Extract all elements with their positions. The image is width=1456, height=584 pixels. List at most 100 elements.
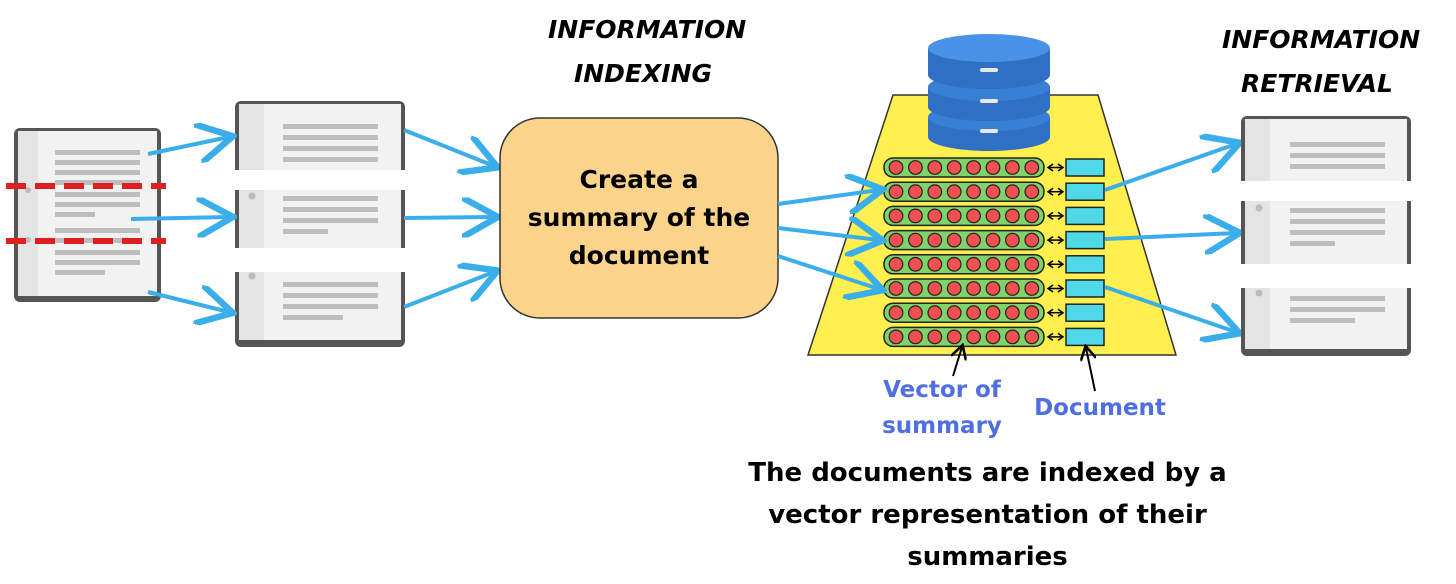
document-cell xyxy=(1065,303,1105,322)
vector-dot xyxy=(927,329,943,345)
link-arrow-right xyxy=(1057,332,1065,342)
link-arrow-right xyxy=(1057,308,1065,317)
vector-dot xyxy=(927,232,943,248)
vector-bar xyxy=(883,181,1045,202)
document-cell xyxy=(1065,279,1105,298)
vector-dot xyxy=(966,208,981,224)
vector-dot xyxy=(946,281,962,296)
index-row xyxy=(883,278,1105,299)
vector-dot xyxy=(1024,305,1040,321)
vector-dot xyxy=(946,329,962,345)
link-arrow-left xyxy=(1046,332,1054,342)
database-icon xyxy=(928,34,1050,151)
vector-dot xyxy=(908,281,923,296)
vector-dot xyxy=(966,305,981,321)
vector-dot xyxy=(1024,329,1040,345)
vector-dot xyxy=(985,160,1001,175)
vector-dot xyxy=(888,160,904,175)
vector-dot xyxy=(985,256,1001,272)
vector-dot xyxy=(1024,232,1040,248)
index-row xyxy=(883,254,1105,275)
vector-dot xyxy=(966,232,981,248)
vector-dot xyxy=(946,208,962,224)
vector-dot xyxy=(908,184,923,200)
vector-dot xyxy=(1024,281,1040,296)
caption: The documents are indexed by a vector re… xyxy=(748,458,1227,572)
vector-dot xyxy=(985,305,1001,321)
link-arrow-left xyxy=(1046,308,1054,317)
vector-dot xyxy=(888,232,904,248)
vector-dot xyxy=(888,208,904,224)
vector-dot xyxy=(908,160,923,175)
summarize-arrows xyxy=(403,128,494,309)
link-arrow-right xyxy=(1057,187,1065,196)
link-arrow-left xyxy=(1046,260,1054,269)
vector-bar xyxy=(883,229,1045,251)
vector-dot xyxy=(908,256,923,272)
vector-dot xyxy=(888,184,904,200)
vector-dot xyxy=(946,160,962,175)
vector-dot xyxy=(966,256,981,272)
vector-dot xyxy=(966,184,981,200)
vector-bar xyxy=(883,205,1045,227)
document-cell xyxy=(1065,327,1105,347)
retrieval-heading: INFORMATION RETRIEVAL xyxy=(1222,25,1421,98)
index-row xyxy=(883,157,1105,178)
vector-dot xyxy=(1005,184,1020,200)
vector-bar xyxy=(883,254,1045,275)
summary-box-text: Create a summary of the document xyxy=(527,165,751,270)
vector-bar xyxy=(883,326,1045,348)
chunk-document-icon xyxy=(225,101,415,347)
retrieval-arrows xyxy=(1104,144,1236,332)
document-cell xyxy=(1065,158,1105,177)
link-arrow-right xyxy=(1057,211,1065,221)
vector-dot xyxy=(888,305,904,321)
document-pointer-arrow xyxy=(1086,348,1095,392)
vector-dot xyxy=(985,232,1001,248)
split-lines xyxy=(6,183,166,244)
index-row xyxy=(883,229,1105,251)
vector-dot xyxy=(927,305,943,321)
vector-dot xyxy=(908,232,923,248)
link-arrow-right xyxy=(1057,284,1065,293)
link-arrow-right xyxy=(1057,163,1065,172)
link-arrow-right xyxy=(1057,260,1065,269)
link-arrow-left xyxy=(1046,163,1054,172)
vector-dot xyxy=(1005,281,1020,296)
vector-dot xyxy=(985,208,1001,224)
vector-dot xyxy=(927,281,943,296)
vector-dot xyxy=(908,329,923,345)
embed-arrows xyxy=(777,190,879,289)
vector-dot xyxy=(985,281,1001,296)
vector-dot xyxy=(966,329,981,345)
source-document-icon xyxy=(14,128,161,302)
vector-dot xyxy=(908,305,923,321)
vector-dot xyxy=(927,184,943,200)
vector-dot xyxy=(946,184,962,200)
link-arrow-right xyxy=(1057,235,1065,245)
vector-dot xyxy=(908,208,923,224)
link-arrow-left xyxy=(1046,187,1054,196)
vector-label: Vector of summary xyxy=(882,377,1002,439)
link-arrow-left xyxy=(1046,284,1054,293)
vector-dot xyxy=(1005,256,1020,272)
link-arrow-left xyxy=(1046,235,1054,245)
vector-dot xyxy=(888,329,904,345)
vector-dot xyxy=(1024,160,1040,175)
vector-dot xyxy=(1005,160,1020,175)
vector-pointer-arrow xyxy=(953,347,962,377)
vector-dot xyxy=(946,232,962,248)
vector-dot xyxy=(966,160,981,175)
index-row xyxy=(883,181,1105,202)
summary-box xyxy=(499,117,779,319)
vector-dot xyxy=(888,256,904,272)
document-cell xyxy=(1065,255,1105,274)
index-row xyxy=(883,205,1105,227)
vector-dot xyxy=(927,160,943,175)
document-label: Document xyxy=(1034,395,1166,421)
split-arrows xyxy=(130,137,229,312)
document-cell xyxy=(1065,230,1105,250)
vector-dot xyxy=(927,208,943,224)
vector-dot xyxy=(1005,329,1020,345)
